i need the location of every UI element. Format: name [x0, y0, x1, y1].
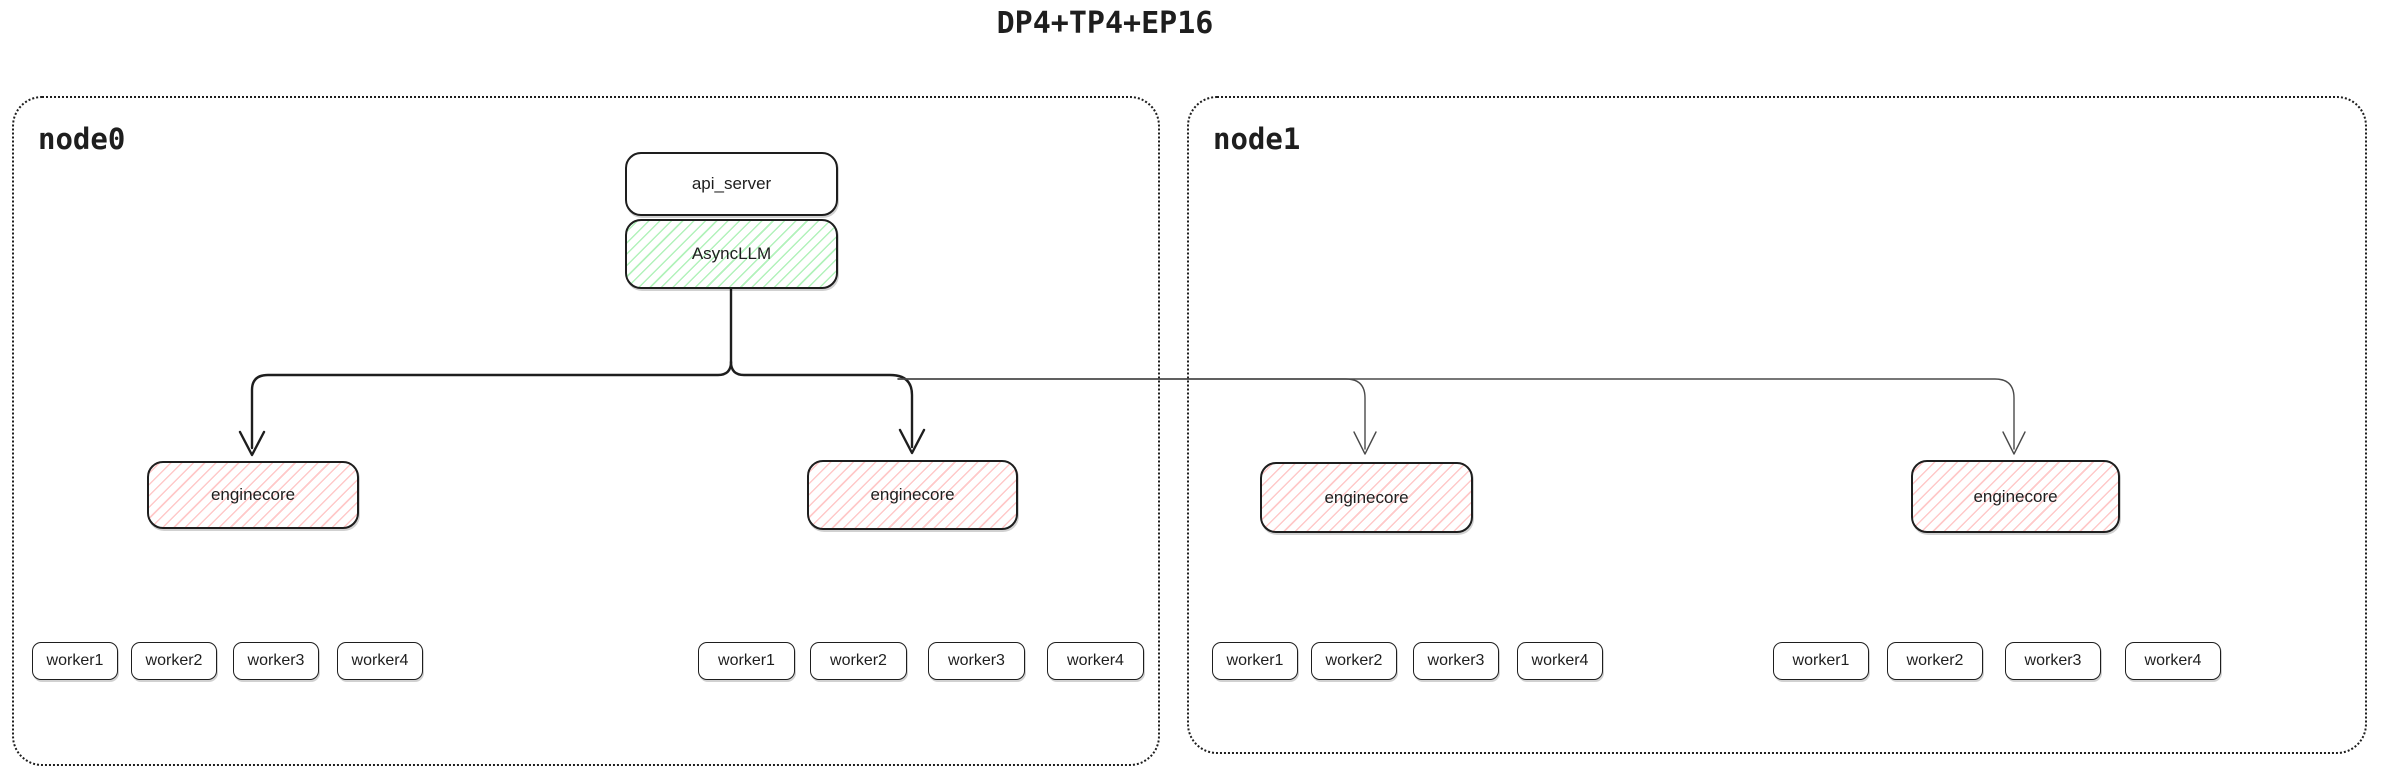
- worker-label: worker2: [1906, 652, 1964, 669]
- worker-box: worker1: [1212, 642, 1298, 680]
- enginecore-label: enginecore: [1324, 487, 1409, 507]
- worker-label: worker2: [145, 652, 203, 669]
- worker-label: worker4: [1067, 652, 1124, 669]
- asyncllm-label: AsyncLLM: [691, 244, 772, 263]
- worker-label: worker4: [351, 652, 409, 669]
- worker-box: worker3: [2005, 642, 2101, 680]
- worker-box: worker2: [1887, 642, 1983, 680]
- worker-box: worker4: [2125, 642, 2221, 680]
- worker-box: worker1: [32, 642, 118, 680]
- worker-box: worker3: [928, 642, 1025, 680]
- enginecore-label: enginecore: [870, 485, 955, 504]
- worker-label: worker4: [1531, 652, 1589, 669]
- worker-box: worker3: [233, 642, 319, 680]
- worker-label: worker1: [1226, 652, 1284, 669]
- worker-label: worker1: [1792, 652, 1850, 669]
- api-server-label: api_server: [691, 174, 772, 193]
- worker-box: worker2: [1311, 642, 1397, 680]
- enginecore-box: enginecore: [1911, 460, 2120, 533]
- worker-box: worker2: [131, 642, 217, 680]
- worker-label: worker1: [46, 652, 104, 669]
- worker-box: worker4: [1047, 642, 1144, 680]
- worker-label: worker4: [2144, 652, 2202, 669]
- api-server-box: api_server: [625, 152, 838, 216]
- asyncllm-box: AsyncLLM: [625, 219, 838, 289]
- node1-label: node1: [1213, 122, 1301, 156]
- enginecore-box: enginecore: [807, 460, 1018, 530]
- enginecore-box: enginecore: [147, 461, 359, 529]
- worker-label: worker3: [1427, 652, 1485, 669]
- worker-label: worker1: [718, 652, 775, 669]
- worker-label: worker3: [247, 652, 305, 669]
- worker-box: worker4: [1517, 642, 1603, 680]
- enginecore-label: enginecore: [210, 485, 296, 504]
- worker-box: worker4: [337, 642, 423, 680]
- worker-label: worker3: [2024, 652, 2082, 669]
- enginecore-box: enginecore: [1260, 462, 1473, 533]
- enginecore-label: enginecore: [1973, 486, 2058, 506]
- worker-box: worker1: [698, 642, 795, 680]
- worker-box: worker1: [1773, 642, 1869, 680]
- worker-box: worker3: [1413, 642, 1499, 680]
- diagram-title: DP4+TP4+EP16: [996, 6, 1214, 41]
- worker-label: worker3: [948, 652, 1005, 669]
- worker-label: worker2: [1325, 652, 1383, 669]
- node0-label: node0: [38, 122, 126, 156]
- worker-box: worker2: [810, 642, 907, 680]
- worker-label: worker2: [830, 652, 887, 669]
